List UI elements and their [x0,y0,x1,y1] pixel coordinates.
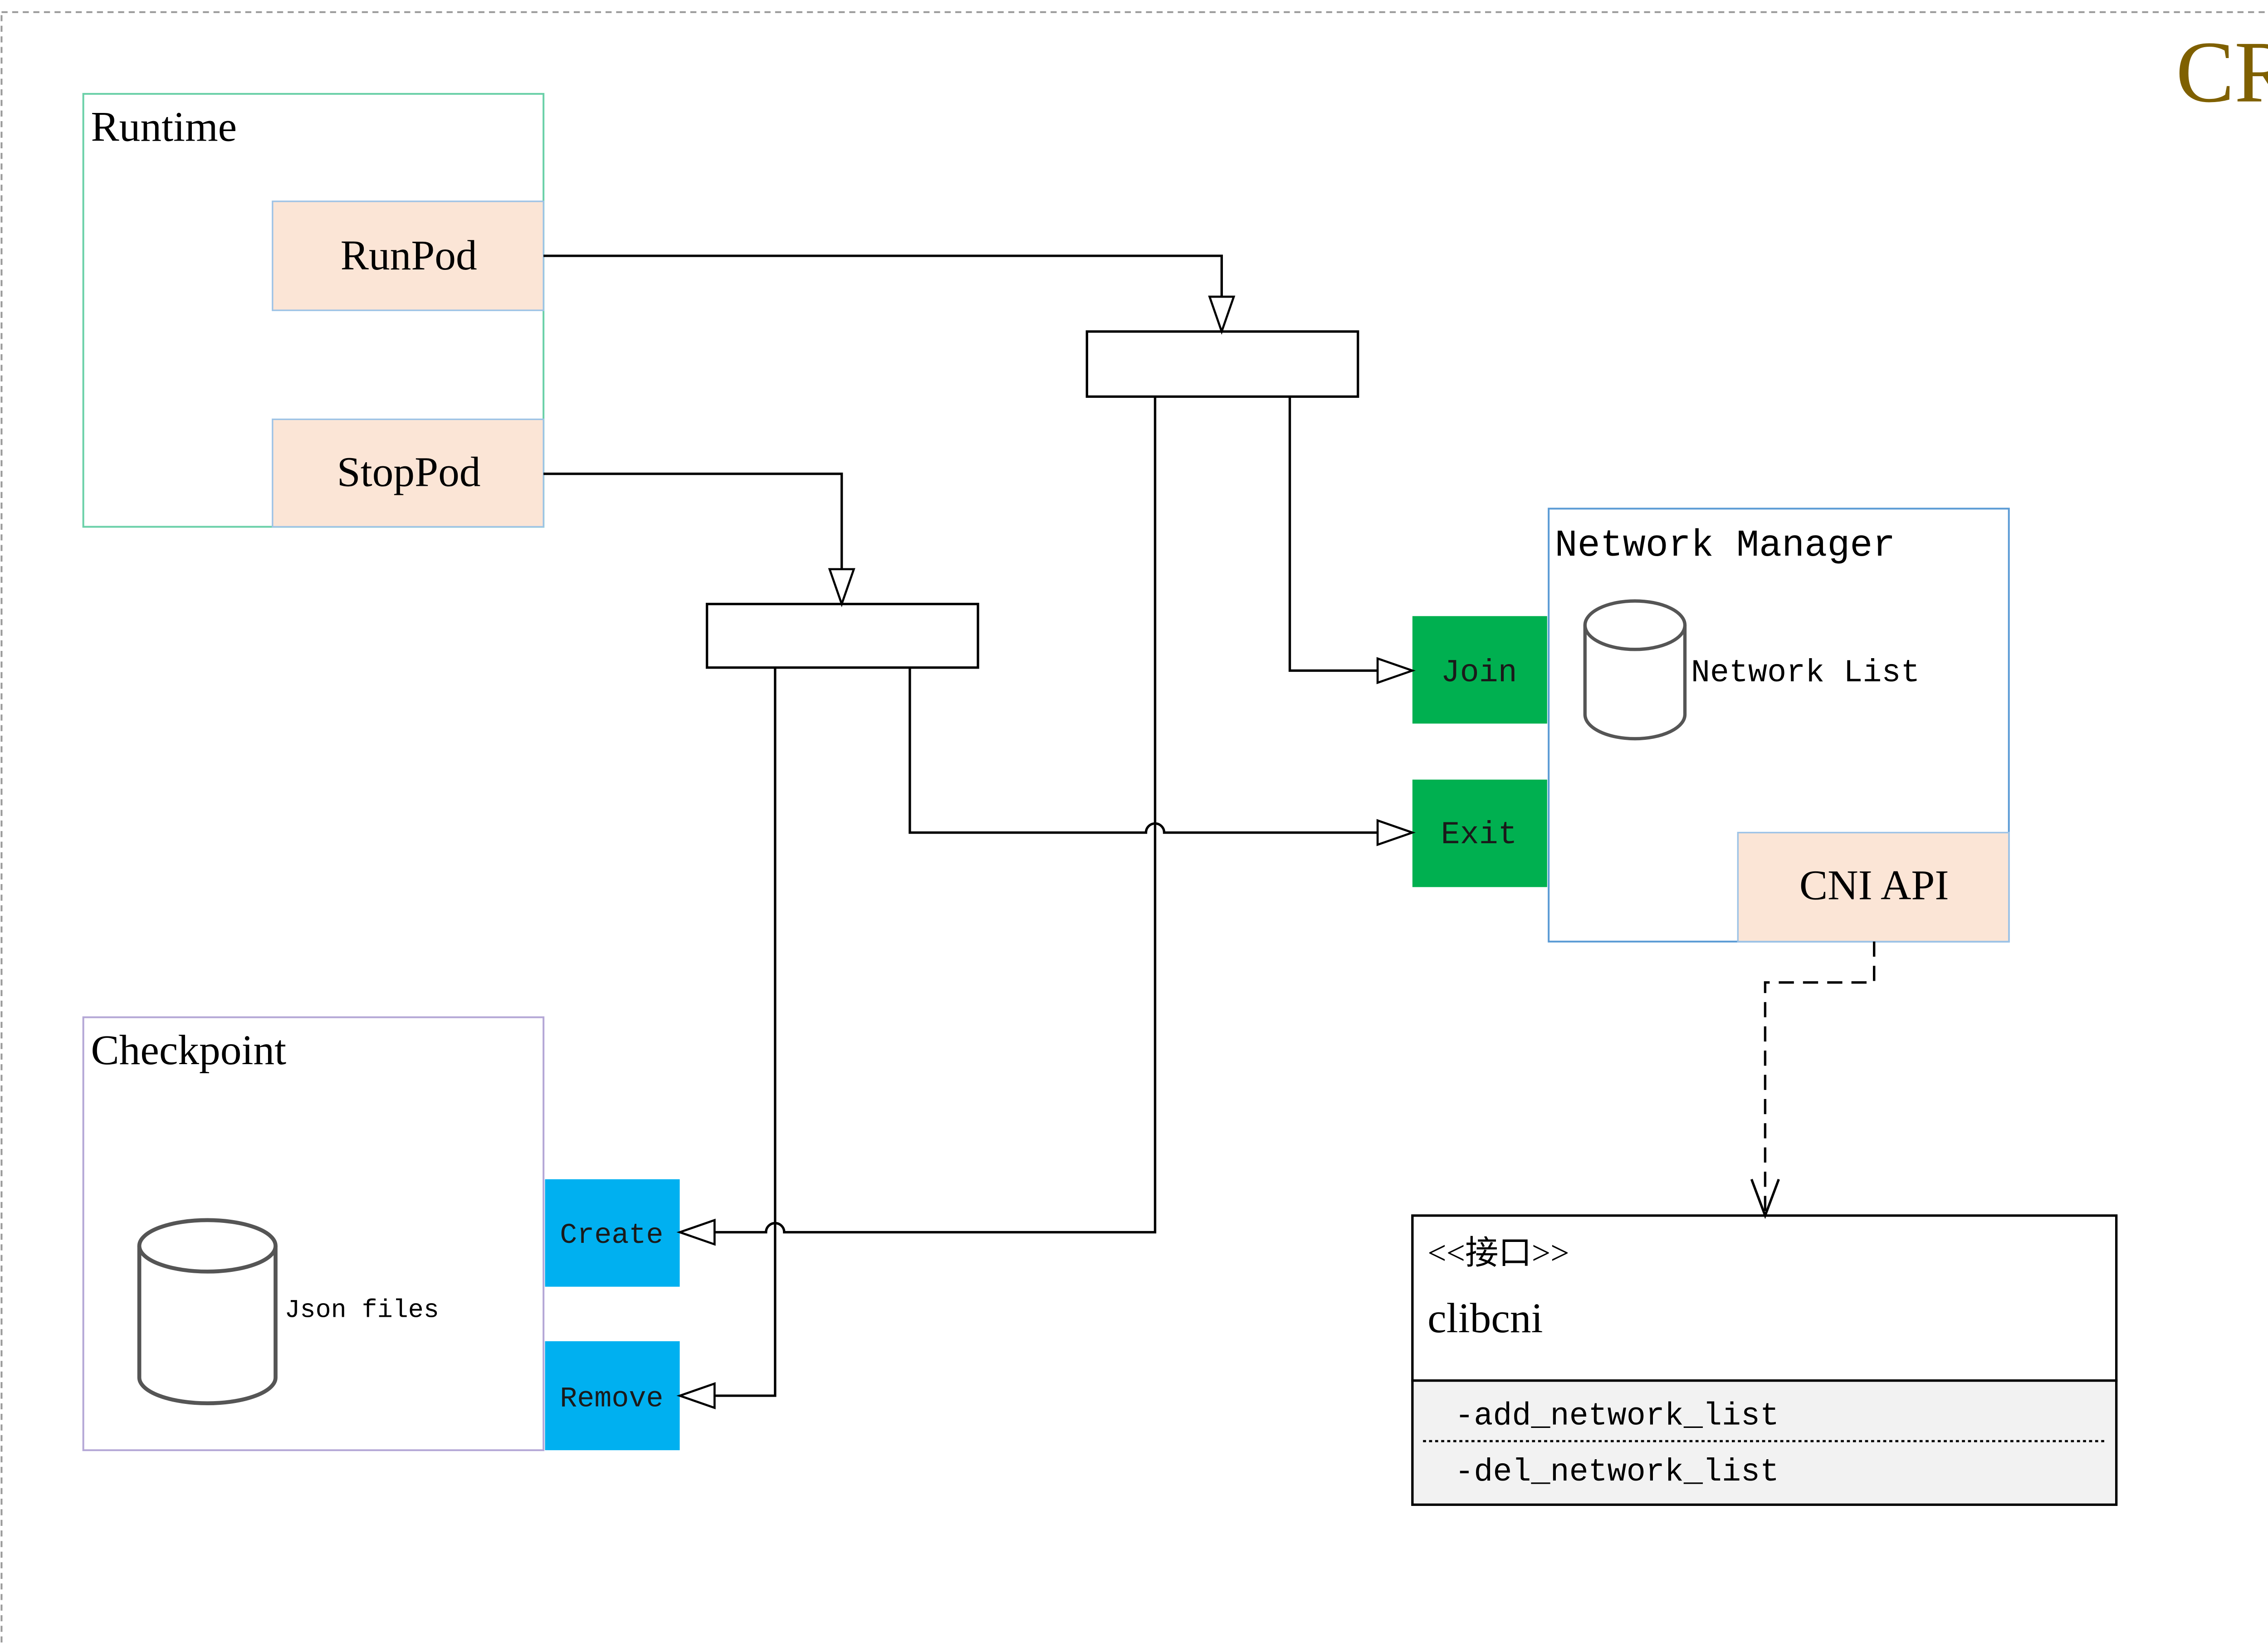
diagram-title: CRI [2176,24,2268,121]
runpod-junction-box [1085,330,1359,398]
remove-label: Remove [560,1383,663,1415]
remove-box [545,1341,680,1451]
json-files-database-icon [137,1218,278,1405]
clibcni-stereotype: <<接口>> [1427,1235,1569,1271]
clibcni-method: -add_network_list [1455,1398,1779,1434]
runpod-connector [543,254,1223,297]
runpod-junction-arrowhead [1208,295,1236,335]
exit-connector [909,667,1378,834]
stoppod-connector [543,472,843,569]
checkpoint-label: Checkpoint [91,1027,286,1074]
join-arrowhead [1376,657,1416,684]
exit-label: Exit [1441,817,1517,853]
create-connector [714,396,1157,1234]
stoppod-label: StopPod [337,449,481,495]
outer-frame [0,11,2268,1647]
join-label: Join [1441,655,1517,691]
runpod-label: RunPod [341,232,477,279]
stoppod-junction-arrowhead [828,568,855,607]
exit-box [1412,779,1547,887]
network-list-database-icon [1583,599,1687,741]
network-manager-component: Network Manager Network List CNI API Joi… [1412,508,2010,943]
cni-api-label: CNI API [1799,862,1949,909]
clibcni-header-box [1411,1214,2118,1382]
clibcni-method: -del_network_list [1455,1455,1779,1491]
exit-arrowhead [1376,819,1416,846]
join-box [1412,616,1547,724]
cni-dependency-connector [1764,941,1876,1213]
network-list-label: Network List [1691,655,1920,691]
cni-dependency-arrowhead [1750,1178,1780,1219]
cni-api-box [1737,831,2010,943]
network-manager-label: Network Manager [1555,525,1896,567]
runpod-box [272,200,544,311]
join-connector [1288,396,1378,672]
create-arrowhead [676,1218,716,1246]
stoppod-junction-box [705,602,979,669]
clibcni-methods-box [1411,1379,2118,1506]
runtime-component: Runtime RunPod StopPod [82,93,545,528]
create-label: Create [560,1219,663,1252]
create-box [545,1179,680,1287]
remove-arrowhead [676,1382,716,1409]
checkpoint-component: Checkpoint Json files Create Remove [82,1016,680,1452]
clibcni-name: clibcni [1427,1295,1543,1342]
clibcni-interface: <<接口>> clibcni -add_network_list -del_ne… [1411,1214,2118,1506]
runtime-label: Runtime [91,103,237,150]
remove-connector [714,667,777,1397]
json-files-label: Json files [285,1296,439,1325]
